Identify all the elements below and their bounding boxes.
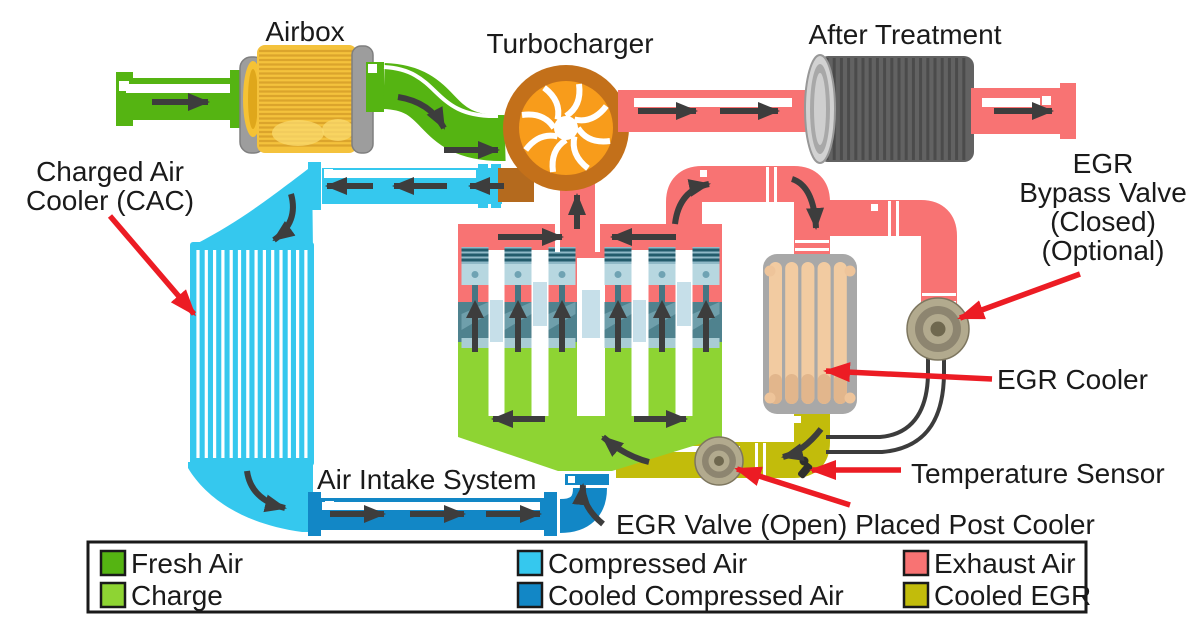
turbo-fan-icon (521, 83, 611, 173)
legend-label-compressed-air: Compressed Air (548, 548, 747, 579)
after-treatment (804, 54, 974, 164)
legend-swatch-compressed-air (516, 549, 544, 577)
legend-swatch-exhaust-air (902, 549, 930, 577)
egr-bypass-valve (906, 297, 970, 361)
charged-air-cooler (188, 242, 314, 532)
cac-label-line1: Charged Air (36, 156, 184, 187)
after-treatment-label: After Treatment (809, 19, 1002, 50)
legend: Fresh Air Charge Compressed Air Cooled C… (86, 540, 1091, 614)
bypass-valve-pointer (957, 271, 1081, 321)
compressed-air-pipe (196, 162, 502, 252)
egr-valve-label: EGR Valve (Open) Placed Post Cooler (616, 509, 1095, 540)
egr-cooler-pointer (823, 362, 993, 383)
turbocharger-label: Turbocharger (486, 28, 653, 59)
egr-cooler-label: EGR Cooler (997, 364, 1148, 395)
legend-label-exhaust-air: Exhaust Air (934, 548, 1076, 579)
egr-bypass-label-line3: (Closed) (1050, 206, 1156, 237)
legend-swatch-charge (99, 581, 127, 609)
engine (458, 218, 722, 471)
airbox-label: Airbox (265, 16, 344, 47)
temperature-sensor-label: Temperature Sensor (911, 458, 1165, 489)
legend-label-cooled-compressed-air: Cooled Compressed Air (548, 580, 844, 611)
legend-swatch-cooled-egr (902, 581, 930, 609)
legend-label-cooled-egr: Cooled EGR (934, 580, 1091, 611)
cac-fins (196, 250, 308, 458)
egr-cooler (763, 254, 857, 414)
egr-bypass-label-line1: EGR (1073, 148, 1134, 179)
annotation-arrows (107, 214, 1081, 508)
labels: Airbox Turbocharger After Treatment Char… (26, 16, 1187, 540)
legend-label-fresh-air: Fresh Air (131, 548, 243, 579)
legend-swatch-fresh-air (99, 549, 127, 577)
cac-pointer (107, 214, 197, 317)
flow-arrows (152, 93, 1054, 527)
airbox (239, 45, 374, 154)
intake-funnel (458, 437, 722, 471)
air-intake-label: Air Intake System (317, 464, 536, 495)
egr-bypass-label-line2: Bypass Valve (1019, 177, 1187, 208)
turbocharger (503, 65, 629, 191)
egr-valve (694, 436, 744, 486)
legend-label-charge: Charge (131, 580, 223, 611)
legend-swatch-cooled-compressed-air (516, 581, 544, 609)
egr-valve-pointer (734, 466, 851, 508)
fresh-air-elbow-pipe (366, 62, 506, 162)
cac-label-line2: Cooler (CAC) (26, 185, 194, 216)
egr-bypass-label-line4: (Optional) (1042, 235, 1165, 266)
